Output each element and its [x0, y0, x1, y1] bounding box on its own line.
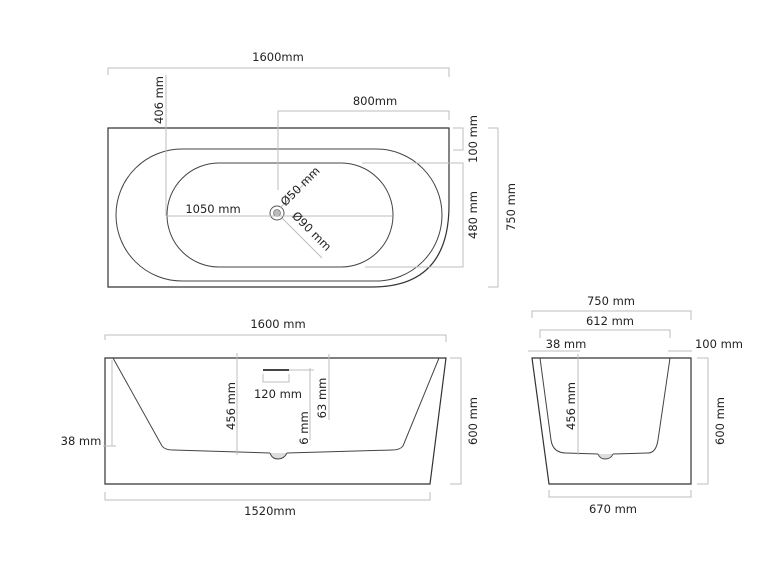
- drain-icon: [269, 452, 288, 460]
- dim-line-480: [362, 162, 464, 268]
- label-rim-width: 100 mm: [466, 115, 480, 163]
- top-view: 1600mm 406 mm 800mm 1050 mm Ø50 mm Ø90 m…: [107, 50, 518, 288]
- dim-line-side-bottom: [548, 490, 692, 498]
- label-side-bottom-width: 670 mm: [589, 502, 637, 516]
- label-side-top-width: 750 mm: [587, 294, 635, 308]
- side-view: 750 mm 612 mm 38 mm 100 mm 600 mm 456 mm…: [528, 294, 743, 516]
- dim-line-side-inner: [539, 329, 671, 338]
- front-view: 120 mm 1600 mm 1520mm 600 mm 38 mm 456 m…: [61, 317, 480, 518]
- label-top-length: 1600mm: [252, 50, 304, 64]
- dim-line-front-bottom: [104, 492, 431, 501]
- dim-line-800: [277, 110, 450, 190]
- label-drain-from-edge: 406 mm: [152, 76, 166, 124]
- label-side-depth: 456 mm: [564, 382, 578, 430]
- dim-line-d50: [279, 169, 319, 209]
- label-front-bottom-length: 1520mm: [244, 504, 296, 518]
- dim-line-d90: [281, 217, 323, 259]
- label-side-inner-width: 612 mm: [586, 314, 634, 328]
- label-side-wall-right: 100 mm: [695, 337, 743, 351]
- label-overflow-width: 120 mm: [254, 387, 302, 401]
- label-overflow-thickness: 6 mm: [297, 411, 311, 444]
- label-inner-length: 1050 mm: [185, 202, 240, 216]
- front-view-outline: [104, 357, 447, 485]
- label-front-top-length: 1600 mm: [250, 317, 305, 331]
- label-side-wall-left: 38 mm: [546, 337, 587, 351]
- label-side-height: 600 mm: [713, 397, 727, 445]
- dim-line-100: [453, 127, 464, 151]
- top-view-basin: [166, 162, 394, 268]
- side-view-basin: [539, 357, 671, 455]
- label-drain-to-end: 800mm: [353, 94, 397, 108]
- label-front-depth: 456 mm: [224, 382, 238, 430]
- drain-icon: [597, 453, 614, 460]
- dim-line-front-height: [450, 357, 462, 485]
- dim-line-750: [488, 127, 499, 288]
- drain-center-icon: [273, 209, 281, 217]
- dim-line-length: [107, 67, 450, 77]
- dim-line-front-length: [104, 334, 447, 342]
- label-front-wall: 38 mm: [61, 434, 102, 448]
- dim-line-side-top: [531, 310, 692, 320]
- dim-line-side-height: [697, 357, 709, 485]
- front-view-basin: [112, 357, 440, 454]
- top-view-rim: [115, 148, 443, 282]
- label-total-width: 750 mm: [504, 183, 518, 231]
- label-overflow-depth: 63 mm: [315, 378, 329, 419]
- label-front-height: 600 mm: [466, 397, 480, 445]
- label-inner-width: 480 mm: [466, 191, 480, 239]
- dim-line-120: [262, 374, 290, 383]
